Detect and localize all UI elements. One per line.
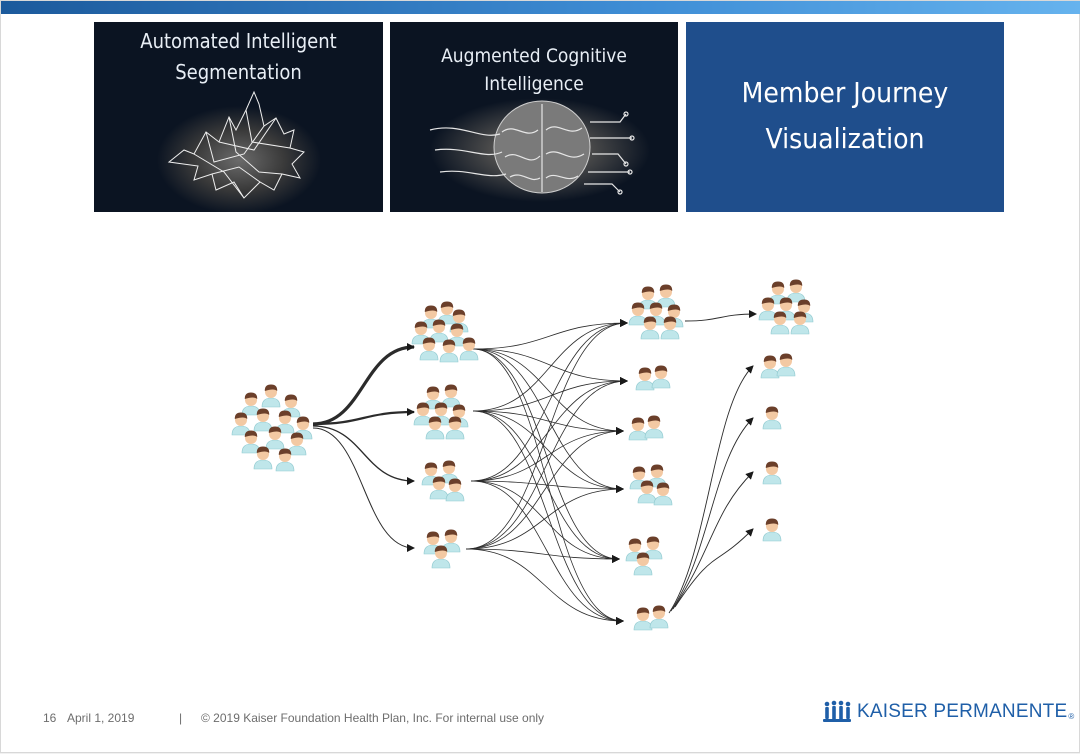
journey-edge — [472, 410, 624, 493]
journey-edge — [472, 348, 620, 563]
people-group-icon — [762, 461, 782, 485]
journey-edge — [465, 319, 628, 550]
people-group-icon — [629, 464, 673, 506]
journey-edge — [472, 348, 628, 385]
journey-nodes — [231, 279, 814, 631]
footer-copyright: © 2019 Kaiser Foundation Health Plan, In… — [201, 711, 545, 725]
journey-edge — [465, 548, 620, 563]
people-group-icon — [421, 460, 465, 502]
journey-edge — [670, 417, 754, 612]
logo-text: KAISER PERMANENTE — [857, 701, 1068, 722]
people-group-icon — [628, 415, 664, 441]
digital-brain-image — [429, 98, 650, 202]
people-group-icon — [758, 279, 814, 335]
journey-edge — [472, 410, 624, 435]
people-group-icon — [413, 384, 469, 440]
journey-edges — [312, 310, 757, 625]
journey-edge — [684, 310, 757, 322]
journey-edge — [470, 319, 628, 482]
journey-edge — [470, 480, 624, 493]
panel-title: Automated Intelligent Segmentation — [140, 29, 337, 84]
journey-edge — [465, 377, 628, 550]
panel-member-journey: Member Journey Visualization — [686, 22, 1004, 212]
journey-edge — [672, 471, 754, 610]
journey-edge — [312, 425, 415, 485]
people-group-icon — [628, 284, 684, 340]
people-group-icon — [411, 301, 479, 363]
journey-edge — [470, 427, 624, 482]
kaiser-permanente-logo: KAISER PERMANENTE ® — [823, 695, 1074, 729]
journey-edge — [674, 528, 754, 608]
panel-title: Augmented Cognitive Intelligence — [441, 45, 627, 95]
people-group-icon — [423, 529, 461, 569]
journey-edge — [472, 348, 624, 493]
people-group-icon — [625, 536, 663, 576]
journey-edge — [470, 377, 628, 482]
registered-mark: ® — [1068, 711, 1075, 721]
journey-edge — [465, 427, 624, 550]
journey-edge — [470, 480, 624, 625]
panel-cognitive-intelligence: Augmented Cognitive Intelligence — [390, 22, 678, 212]
kaiser-people-logo-icon — [823, 700, 851, 722]
network-cluster-image — [157, 90, 321, 212]
journey-edge — [472, 319, 628, 350]
people-group-icon — [762, 406, 782, 430]
people-group-icon — [633, 605, 669, 631]
journey-edge — [472, 377, 628, 412]
journey-edge — [472, 348, 624, 435]
panel-segmentation: Automated Intelligent Segmentation — [94, 22, 383, 212]
journey-edge — [465, 485, 624, 550]
journey-edge — [472, 410, 624, 625]
journey-edge — [312, 343, 415, 426]
footer-date: April 1, 2019 — [67, 711, 135, 725]
journey-edge — [312, 427, 415, 552]
top-accent-bar — [1, 1, 1080, 14]
people-group-icon — [635, 365, 671, 391]
panel-title: Member Journey Visualization — [741, 76, 949, 155]
people-group-icon — [231, 384, 313, 472]
people-group-icon — [760, 353, 796, 379]
journey-edge — [668, 365, 754, 614]
journey-edge — [465, 548, 624, 625]
journey-edge — [472, 410, 620, 563]
footer-separator: | — [179, 711, 183, 725]
journey-edge — [470, 480, 620, 563]
page-number: 16 — [43, 711, 57, 725]
journey-edge — [472, 348, 624, 625]
journey-edge — [312, 408, 415, 426]
journey-edge — [472, 319, 628, 412]
people-group-icon — [762, 518, 782, 542]
